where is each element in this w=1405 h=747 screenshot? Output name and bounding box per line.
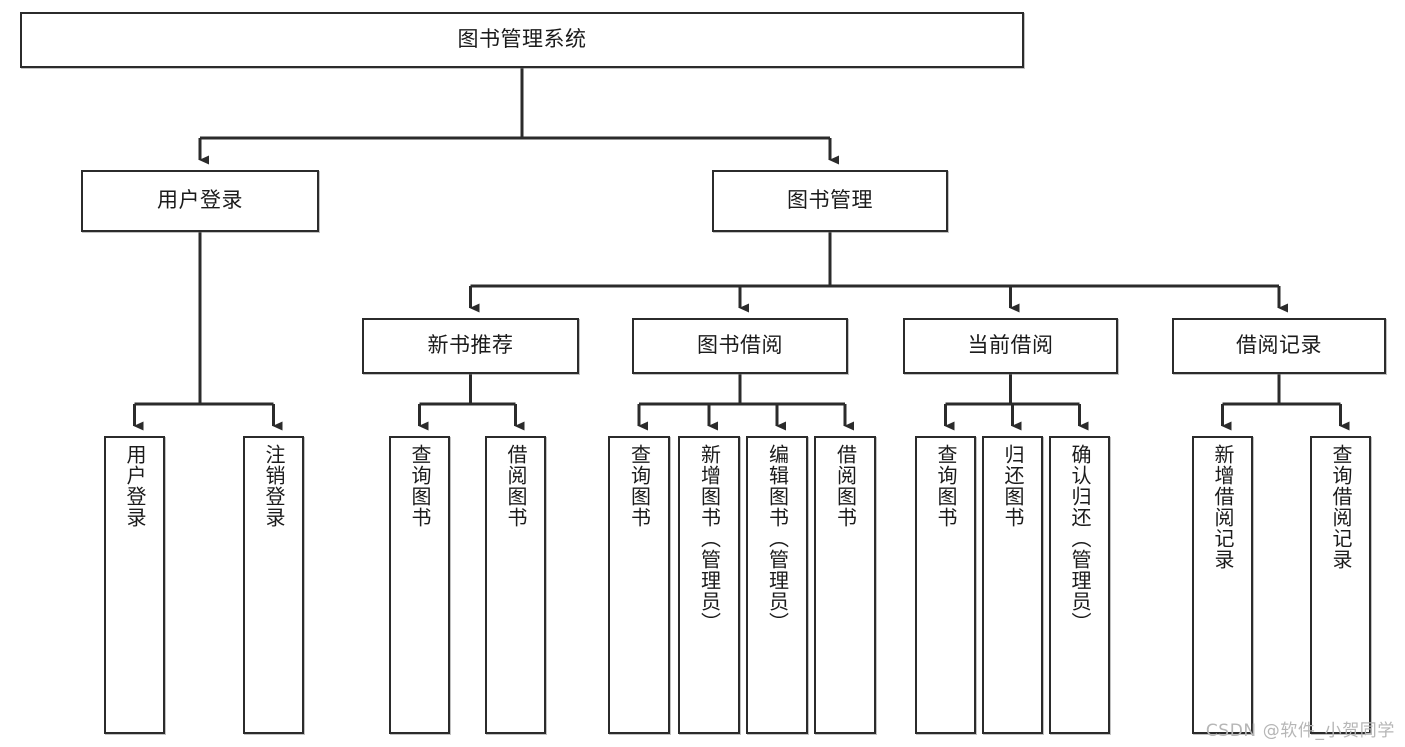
node-leaf-borrow-book-new[interactable]: 借阅图书	[485, 436, 546, 734]
node-label: 查询借阅记录	[1329, 444, 1353, 570]
node-leaf-query-record[interactable]: 查询借阅记录	[1310, 436, 1371, 734]
node-label: 新书推荐	[427, 333, 514, 358]
node-leaf-logout[interactable]: 注销登录	[243, 436, 304, 734]
node-leaf-query-book-borrow[interactable]: 查询图书	[608, 436, 670, 734]
node-leaf-add-book[interactable]: 新增图书（管理员）	[678, 436, 740, 734]
node-book-manage[interactable]: 图书管理	[712, 170, 948, 232]
node-leaf-edit-book[interactable]: 编辑图书（管理员）	[746, 436, 808, 734]
node-label: 图书管理	[787, 188, 873, 213]
node-label: 当前借阅	[967, 333, 1054, 358]
node-label: 新增借阅记录	[1211, 444, 1235, 570]
node-label: 注销登录	[262, 444, 286, 528]
node-label: 新增图书（管理员）	[697, 444, 722, 633]
node-leaf-query-book-current[interactable]: 查询图书	[915, 436, 976, 734]
node-leaf-query-book-new[interactable]: 查询图书	[389, 436, 450, 734]
node-label: 借阅图书	[833, 444, 858, 528]
node-label: 借阅图书	[504, 444, 528, 528]
node-borrow-record[interactable]: 借阅记录	[1172, 318, 1386, 374]
node-current-borrow[interactable]: 当前借阅	[903, 318, 1118, 374]
node-leaf-borrow-book[interactable]: 借阅图书	[814, 436, 876, 734]
node-root-system-title[interactable]: 图书管理系统	[20, 12, 1024, 68]
node-new-book-recommend[interactable]: 新书推荐	[362, 318, 579, 374]
node-label: 查询图书	[627, 444, 652, 528]
node-label: 归还图书	[1001, 444, 1025, 528]
node-label: 图书管理系统	[457, 27, 587, 52]
node-label: 用户登录	[157, 188, 243, 213]
node-leaf-confirm-return[interactable]: 确认归还（管理员）	[1049, 436, 1110, 734]
node-leaf-add-record[interactable]: 新增借阅记录	[1192, 436, 1253, 734]
node-leaf-return-book[interactable]: 归还图书	[982, 436, 1043, 734]
node-label: 编辑图书（管理员）	[765, 444, 790, 633]
node-user-login[interactable]: 用户登录	[81, 170, 319, 232]
node-label: 确认归还（管理员）	[1068, 444, 1092, 633]
node-leaf-user-login[interactable]: 用户登录	[104, 436, 165, 734]
node-label: 图书借阅	[697, 333, 783, 358]
node-label: 查询图书	[408, 444, 432, 528]
node-book-borrow[interactable]: 图书借阅	[632, 318, 848, 374]
node-label: 借阅记录	[1236, 333, 1322, 358]
node-label: 用户登录	[123, 444, 147, 528]
node-label: 查询图书	[934, 444, 958, 528]
